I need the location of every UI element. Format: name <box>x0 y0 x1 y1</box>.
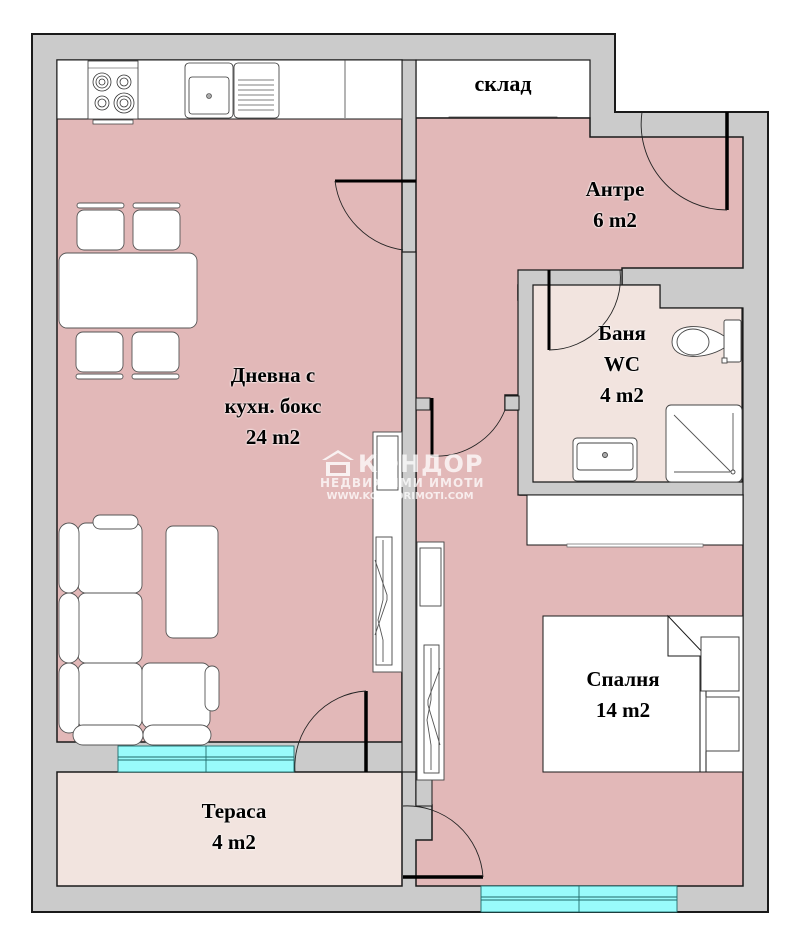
watermark-url: WWW.KONDORIMOTI.COM <box>326 491 474 502</box>
terrace-area: 4 m2 <box>212 830 256 854</box>
room-label-living: Дневна с кухн. бокс 24 m2 <box>198 360 348 453</box>
room-label-bedroom: Спалня 14 m2 <box>563 664 683 726</box>
terrace-name: Тераса <box>201 799 267 823</box>
room-label-hall: Антре 6 m2 <box>560 174 670 236</box>
window-bedroom <box>480 885 678 913</box>
hall-cabinet <box>526 494 744 548</box>
watermark-brand: КОНДОР <box>358 450 484 478</box>
dining-set <box>58 202 198 380</box>
shower-icon <box>665 404 743 483</box>
living-name-2: кухн. бокс <box>224 394 322 418</box>
bath-area: 4 m2 <box>600 383 644 407</box>
door-entrance[interactable] <box>640 111 729 211</box>
stove-icon <box>87 60 139 125</box>
room-label-storage: склад <box>450 68 556 99</box>
door-bedroom-balcony[interactable] <box>402 805 484 879</box>
house-logo-icon <box>322 450 354 476</box>
kitchen-sink-icon <box>184 62 280 119</box>
bedroom-area: 14 m2 <box>595 698 651 722</box>
living-name-1: Дневна с <box>230 363 316 387</box>
wardrobes <box>372 431 445 781</box>
windows <box>117 745 678 913</box>
bath-name-1: Баня <box>598 321 646 345</box>
doors <box>294 111 729 879</box>
kitchen-counter <box>56 59 403 125</box>
dining-table <box>58 252 198 329</box>
watermark-subtitle: НЕДВИЖИМИ ИМОТИ <box>320 476 485 490</box>
room-label-terrace: Тераса 4 m2 <box>174 796 294 858</box>
door-living[interactable] <box>334 179 416 251</box>
terrace <box>56 771 403 887</box>
bed <box>542 614 744 773</box>
watermark: КОНДОР НЕДВИЖИМИ ИМОТИ WWW.KONDORIMOTI.C… <box>320 448 485 504</box>
coffee-table <box>165 525 219 639</box>
bath-name-2: WC <box>603 352 641 376</box>
toilet-icon <box>671 319 742 364</box>
bathroom-fixtures <box>572 319 743 483</box>
bathroom-sink-icon <box>572 437 638 482</box>
room-label-bath: Баня WC 4 m2 <box>572 318 672 411</box>
living-area: 24 m2 <box>245 425 301 449</box>
storage-name: склад <box>474 71 532 96</box>
bedroom-name: Спалня <box>586 667 660 691</box>
window-living <box>117 745 295 773</box>
door-bedroom[interactable] <box>430 398 506 457</box>
hall-name: Антре <box>585 177 645 201</box>
door-bathroom[interactable] <box>547 269 621 351</box>
hall-area: 6 m2 <box>593 208 637 232</box>
sofa <box>58 514 220 746</box>
door-terrace[interactable] <box>294 690 368 773</box>
